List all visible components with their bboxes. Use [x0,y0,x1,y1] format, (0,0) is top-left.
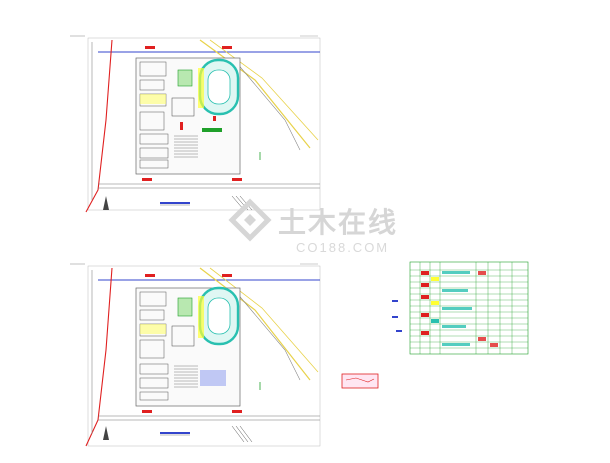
road-yellow [199,39,311,149]
legend-swatch [341,373,379,389]
site-plan-bottom [70,263,321,447]
legend-table [392,261,529,355]
site-plan-top [70,35,321,213]
running-track-top [198,58,240,116]
road-red-west [85,39,113,213]
watermark-english: CO188.COM [296,240,389,255]
watermark: 土木在线 CO188.COM [228,198,398,255]
running-track-bottom [198,286,240,346]
watermark-chinese: 土木在线 [278,206,398,239]
watermark-logo-icon [228,198,272,242]
